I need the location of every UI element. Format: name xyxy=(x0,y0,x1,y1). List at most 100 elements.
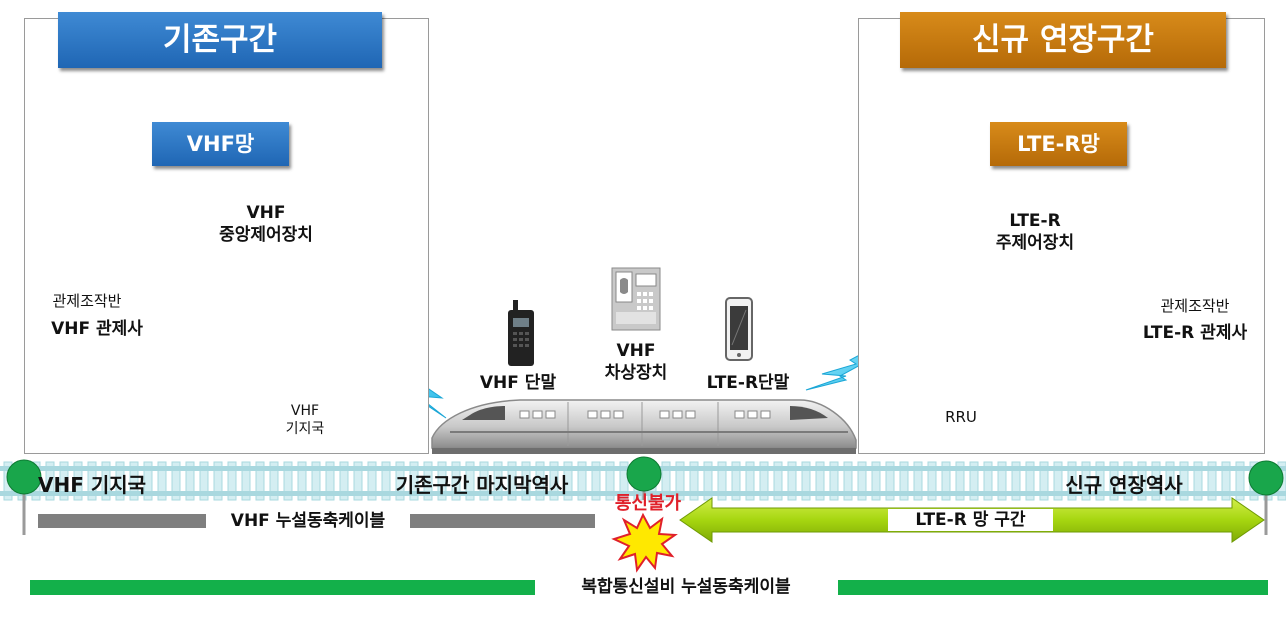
new-section-title: 신규 연장구간 xyxy=(900,12,1226,68)
rail-tie xyxy=(297,461,307,501)
rail-tie xyxy=(171,461,181,501)
rail-tie xyxy=(983,461,993,501)
lte-central-label: LTE-R 주제어장치 xyxy=(995,211,1075,254)
rail-tie xyxy=(1011,461,1021,501)
rail-tie xyxy=(843,461,853,501)
no-comm-label: 통신불가 xyxy=(614,493,682,514)
rail-tie xyxy=(143,461,153,501)
rail-tie xyxy=(87,461,97,501)
station-marker-vhf xyxy=(6,459,42,495)
rail-tie xyxy=(1179,461,1189,501)
rail-tie xyxy=(549,461,559,501)
rail-tie xyxy=(325,461,335,501)
rail-tie xyxy=(101,461,111,501)
rail-tie xyxy=(1039,461,1049,501)
rail-tie xyxy=(829,461,839,501)
rail-tie xyxy=(45,461,55,501)
existing-section-title: 기존구간 xyxy=(58,12,382,68)
vhf-cable-label: VHF 누설동축케이블 xyxy=(230,511,386,531)
rail-tie xyxy=(1235,461,1245,501)
rail-tie xyxy=(1151,461,1161,501)
vhf-radio-icon xyxy=(508,300,534,366)
station-marker-new xyxy=(1248,460,1284,496)
rail-tie xyxy=(885,461,895,501)
lte-section-label-box xyxy=(888,509,1053,531)
lte-section-label: LTE-R 망 구간 xyxy=(915,510,1026,530)
rail-tie xyxy=(59,461,69,501)
rail-tie xyxy=(213,461,223,501)
rail-tie xyxy=(675,461,685,501)
rail-tie xyxy=(661,461,671,501)
rail-tie xyxy=(241,461,251,501)
rail-tie xyxy=(493,461,503,501)
rail-tie xyxy=(157,461,167,501)
rail-tie xyxy=(955,461,965,501)
existing-section-panel xyxy=(24,18,429,454)
rail-tie xyxy=(857,461,867,501)
rail-tie xyxy=(423,461,433,501)
vhf-onboard-unit-icon xyxy=(611,267,661,331)
lte-phone-icon xyxy=(725,297,753,361)
rail-tie xyxy=(535,461,545,501)
rail-tie xyxy=(745,461,755,501)
rail-tie xyxy=(899,461,909,501)
rail-tie xyxy=(717,461,727,501)
rail-tie xyxy=(395,461,405,501)
rail-tie xyxy=(703,461,713,501)
lte-network-badge: LTE-R망 xyxy=(990,122,1127,166)
rail-tie xyxy=(409,461,419,501)
rail-tie xyxy=(997,461,1007,501)
rail-tie xyxy=(1207,461,1217,501)
rail-tie xyxy=(381,461,391,501)
rail-tie xyxy=(1165,461,1175,501)
rail-tie xyxy=(185,461,195,501)
rail-tie xyxy=(339,461,349,501)
rail-tie xyxy=(591,461,601,501)
rail-tie xyxy=(913,461,923,501)
rail-tie xyxy=(773,461,783,501)
rail-tie xyxy=(199,461,209,501)
vhf-terminal-label: VHF 단말 xyxy=(479,373,557,393)
rail-tie xyxy=(269,461,279,501)
vhf-console-label: 관제조작반 xyxy=(52,292,122,310)
rail-tie xyxy=(871,461,881,501)
vhf-network-badge: VHF망 xyxy=(152,122,289,166)
rail-tie xyxy=(353,461,363,501)
lte-terminal-label: LTE-R단말 xyxy=(706,373,790,393)
composite-cable-left xyxy=(30,580,535,595)
train-icon xyxy=(431,399,857,454)
new-section-panel xyxy=(858,18,1265,454)
rail-tie xyxy=(479,461,489,501)
rail-tie xyxy=(927,461,937,501)
rail-tie xyxy=(73,461,83,501)
station-markers xyxy=(6,456,1284,535)
station-vhf-label: VHF 기지국 xyxy=(38,473,147,497)
composite-cable-right xyxy=(838,580,1268,595)
rail-tie xyxy=(1025,461,1035,501)
rail-tie xyxy=(801,461,811,501)
rail-tie xyxy=(1193,461,1203,501)
rail-tie xyxy=(1123,461,1133,501)
rail-tie xyxy=(731,461,741,501)
station-marker-last xyxy=(626,456,662,492)
rail-tie xyxy=(521,461,531,501)
burst-icon xyxy=(611,512,678,573)
rail-tie xyxy=(1053,461,1063,501)
vhf-central-label: VHF 중앙제어장치 xyxy=(219,203,313,246)
rru-label: RRU xyxy=(945,408,977,426)
composite-cable-label: 복합통신설비 누설동축케이블 xyxy=(581,577,791,597)
vhf-cable-right xyxy=(410,514,595,528)
rail-tie xyxy=(815,461,825,501)
rail-tie xyxy=(507,461,517,501)
rail-tie xyxy=(1081,461,1091,501)
vhf-onboard-label: VHF 차상장치 xyxy=(604,341,668,384)
vhf-cable-left xyxy=(38,514,206,528)
rail-tie xyxy=(969,461,979,501)
rail-tie xyxy=(311,461,321,501)
rail-tie xyxy=(605,461,615,501)
rail-tie xyxy=(1221,461,1231,501)
rail-tie xyxy=(227,461,237,501)
rail-tie xyxy=(451,461,461,501)
vhf-base-label: VHF 기지국 xyxy=(285,403,325,438)
rail-tie xyxy=(1137,461,1147,501)
